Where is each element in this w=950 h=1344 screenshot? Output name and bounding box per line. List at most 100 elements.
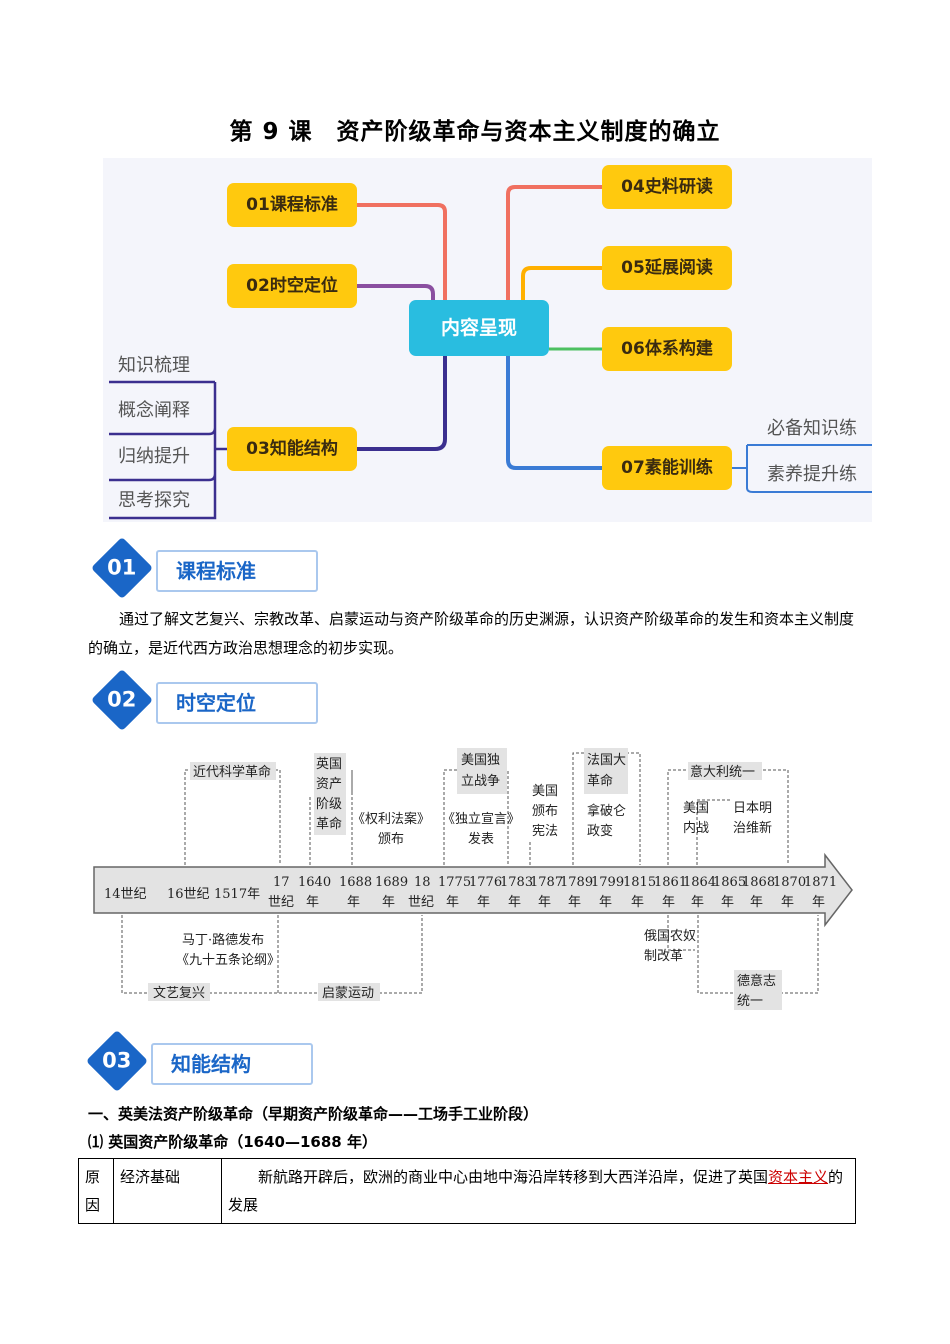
tick-1775-year: 年 (446, 895, 459, 910)
tick-1776-year: 年 (477, 895, 490, 910)
tick-1517: 1517年 (214, 887, 260, 902)
tick-14c: 14世纪 (104, 887, 147, 902)
cell-description: 新航路开辟后，欧洲的商业中心由地中海沿岸转移到大西洋沿岸，促进了英国资本主义的发… (221, 1158, 856, 1224)
label-french-rev-1: 法国大 (587, 753, 626, 768)
tick-1865-year: 年 (721, 895, 734, 910)
label-russia-reform-2: 制改革 (644, 949, 683, 964)
tick-1776: 1776 (469, 875, 502, 890)
label-germany-unification-1: 德意志 (737, 973, 776, 989)
label-bill-of-rights: 《权利法案》 (352, 811, 430, 827)
tick-1864-year: 年 (691, 895, 704, 910)
leaf-explore: 思考探究 (118, 490, 190, 511)
heading-english-revolution: ⑴ 英国资产阶级革命（1640—1688 年） (88, 1133, 377, 1151)
tick-1775: 1775 (438, 875, 471, 890)
tick-1689-year: 年 (382, 895, 395, 910)
label-luther-1: 马丁·路德发布 (182, 932, 264, 948)
cause-table: 原因 经济基础 新航路开辟后，欧洲的商业中心由地中海沿岸转移到大西洋沿岸，促进了… (78, 1158, 856, 1224)
label-declaration: 《独立宣言》 (442, 811, 520, 827)
node-02-timeline: 02时空定位 (227, 264, 357, 308)
label-napoleon-2: 政变 (587, 823, 613, 839)
tick-1640: 1640 (298, 875, 331, 890)
section-02-label: 时空定位 (156, 682, 318, 724)
label-us-constitution-1: 美国 (532, 784, 558, 799)
node-04-sources: 04史料研读 (602, 165, 732, 209)
tick-1783: 1783 (500, 875, 533, 890)
tick-18-century: 世纪 (408, 895, 434, 910)
tick-1787-year: 年 (538, 895, 551, 910)
label-italy-unification: 意大利统一 (690, 764, 755, 780)
label-us-constitution-2: 颁布 (532, 804, 558, 819)
heading-part-one: 一、英美法资产阶级革命（早期资产阶级革命——工场手工业阶段） (88, 1105, 539, 1123)
leaf-basic-practice: 必备知识练 (767, 418, 857, 439)
tick-17: 17 (273, 875, 290, 890)
section-03-header: 03 知能结构 (85, 1029, 315, 1093)
label-russia-reform-1: 俄国农奴 (644, 928, 696, 944)
label-independence-2: 立战争 (461, 774, 500, 789)
section-03-label: 知能结构 (151, 1043, 313, 1085)
label-meiji-2: 治维新 (733, 820, 772, 836)
label-meiji-1: 日本明 (733, 801, 772, 816)
node-05-reading: 05延展阅读 (602, 246, 732, 290)
tick-1815-year: 年 (631, 895, 644, 910)
label-english-rev-1: 英国 (316, 757, 342, 772)
section-03-badge: 03 (85, 1029, 149, 1093)
tick-1799-year: 年 (599, 895, 612, 910)
section-02-header: 02 时空定位 (90, 668, 320, 732)
tick-1688-year: 年 (347, 895, 360, 910)
description-end: 的发展 (228, 1168, 844, 1214)
tick-1871-year: 年 (812, 895, 825, 910)
mind-map: 01课程标准 02时空定位 03知能结构 内容呈现 04史料研读 05延展阅读 … (103, 158, 872, 522)
timeline-axis-labels: 14世纪 16世纪 1517年 17 世纪 1640 年 1688 年 1689… (104, 875, 837, 910)
tick-17-century: 世纪 (268, 895, 294, 910)
tick-1783-year: 年 (508, 895, 521, 910)
node-01-standard: 01课程标准 (227, 183, 357, 227)
description-text: 新航路开辟后，欧洲的商业中心由地中海沿岸转移到大西洋沿岸，促进了英国 (258, 1168, 769, 1186)
tick-1787: 1787 (530, 875, 563, 890)
cell-economic-basis: 经济基础 (113, 1158, 222, 1224)
timeline-lower-labels: 马丁·路德发布 《九十五条论纲》 文艺复兴 启蒙运动 俄国农奴 制改革 德意志 … (148, 928, 782, 1012)
section-01-badge: 01 (90, 536, 154, 600)
tick-1868: 1868 (742, 875, 775, 890)
highlight-capitalism: 资本主义 (768, 1168, 829, 1186)
label-us-civil-war-2: 内战 (683, 820, 709, 836)
leaf-knowledge-sort: 知识梳理 (118, 355, 190, 376)
label-english-rev-4: 革命 (316, 816, 342, 832)
label-napoleon-1: 拿破仑 (587, 803, 626, 819)
tick-1689: 1689 (375, 875, 408, 890)
label-enlightenment: 启蒙运动 (322, 986, 374, 1001)
timeline-graphic: 近代科学革命 英国 资产 阶级 革命 《权利法案》 颁布 美国独 立战争 《独立… (93, 748, 853, 1012)
section-01-label: 课程标准 (156, 550, 318, 592)
label-luther-2: 《九十五条论纲》 (176, 952, 280, 968)
label-us-civil-war-1: 美国 (683, 801, 709, 816)
tick-1640-year: 年 (306, 895, 319, 910)
section-01-header: 01 课程标准 (90, 536, 320, 600)
timeline: 近代科学革命 英国 资产 阶级 革命 《权利法案》 颁布 美国独 立战争 《独立… (90, 745, 860, 1012)
leaf-advanced-practice: 素养提升练 (767, 464, 857, 485)
tick-1868-year: 年 (750, 895, 763, 910)
mind-map-connectors (109, 185, 872, 520)
tick-1870: 1870 (773, 875, 806, 890)
label-science-revolution: 近代科学革命 (193, 764, 271, 780)
page-title: 第 9 课 资产阶级革命与资本主义制度的确立 (229, 119, 721, 145)
tick-1864: 1864 (683, 875, 716, 890)
label-us-constitution-3: 宪法 (532, 823, 558, 839)
node-07-training: 07素能训练 (602, 446, 732, 490)
tick-16c: 16世纪 (167, 887, 210, 902)
leaf-summary: 归纳提升 (118, 446, 190, 467)
label-germany-unification-2: 统一 (737, 994, 763, 1009)
tick-1861-year: 年 (662, 895, 675, 910)
label-french-rev-2: 革命 (587, 773, 613, 789)
label-english-rev-3: 阶级 (316, 797, 342, 812)
leaf-concept: 概念阐释 (118, 400, 190, 421)
timeline-upper-labels: 近代科学革命 英国 资产 阶级 革命 《权利法案》 颁布 美国独 立战争 《独立… (190, 748, 772, 847)
tick-1870-year: 年 (781, 895, 794, 910)
tick-1815: 1815 (623, 875, 656, 890)
node-03-knowledge: 03知能结构 (227, 427, 357, 471)
tick-1865: 1865 (713, 875, 746, 890)
cell-cause: 原因 (78, 1158, 114, 1224)
tick-1799: 1799 (591, 875, 624, 890)
node-06-system: 06体系构建 (602, 327, 732, 371)
tick-1871: 1871 (804, 875, 837, 890)
label-bill-of-rights-2: 颁布 (378, 832, 404, 847)
node-center: 内容呈现 (409, 300, 549, 356)
